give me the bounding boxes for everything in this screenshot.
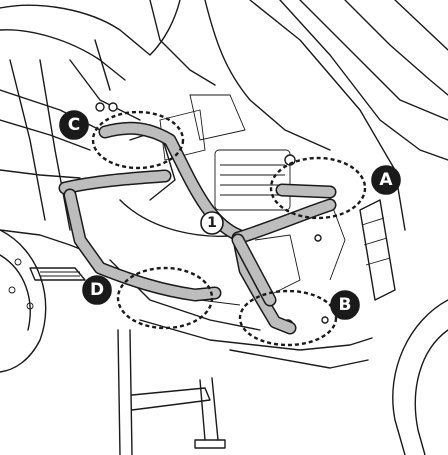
callout-c: C: [59, 110, 89, 140]
part-number-marker: 1: [200, 211, 224, 235]
mount-zone-b: [238, 289, 338, 347]
mount-zone-d: [116, 266, 214, 330]
svg-text:B: B: [339, 295, 352, 315]
mount-zone-a: [269, 156, 367, 220]
svg-text:D: D: [90, 280, 104, 300]
svg-text:1: 1: [207, 215, 217, 231]
svg-text:A: A: [379, 170, 393, 190]
callout-d: D: [82, 275, 112, 305]
callout-b: B: [330, 290, 360, 320]
mount-zone-c: [91, 110, 185, 170]
crash-bar-part-1: [58, 121, 337, 335]
callout-a: A: [371, 165, 401, 195]
svg-text:C: C: [68, 115, 80, 135]
